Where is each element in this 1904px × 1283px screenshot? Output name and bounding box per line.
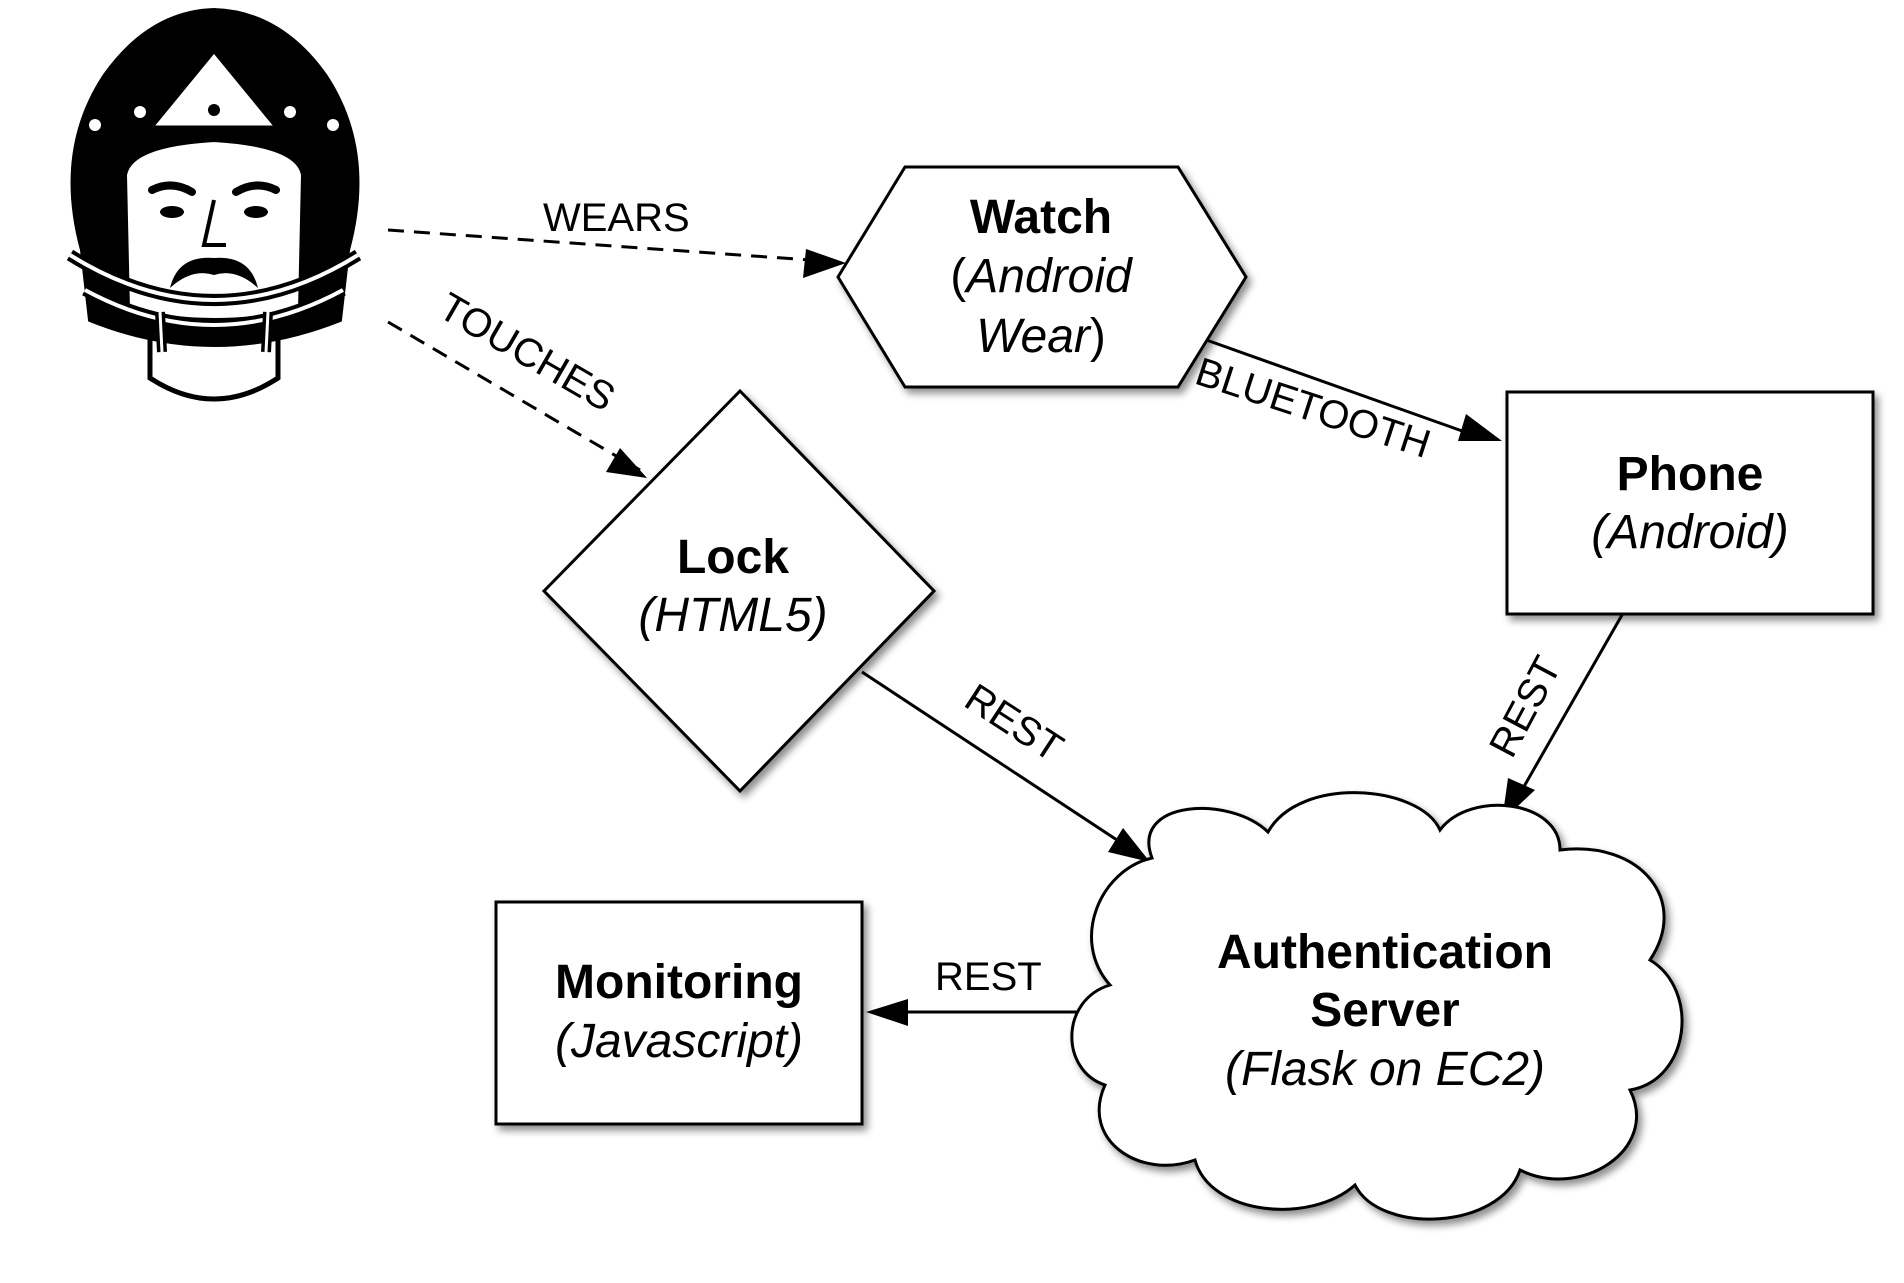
edge-monitor-rest: REST [866,955,1105,1026]
edge-lock-rest: REST [861,670,1150,862]
monitoring-platform: (Javascript) [555,1015,803,1068]
lock-title: Lock [677,531,789,584]
edge-wears: WEARS [387,196,846,278]
edge-label-lock-rest: REST [957,676,1070,771]
watch-title: Watch [970,191,1112,244]
node-authentication-server: Authentication Server (Flask on EC2) [1070,791,1684,1221]
lock-platform: (HTML5) [638,589,827,642]
edge-label-monitor-rest: REST [935,955,1042,999]
edge-label-phone-rest: REST [1481,649,1570,764]
svg-text:(Android: (Android [950,250,1133,303]
node-lock: Lock (HTML5) [541,388,937,794]
server-platform: (Flask on EC2) [1225,1043,1545,1096]
football-player-helmet-icon [66,7,362,402]
server-title-line2: Server [1310,984,1459,1037]
phone-platform: (Android) [1591,506,1788,559]
edge-label-wears: WEARS [543,196,690,240]
node-monitoring: Monitoring (Javascript) [494,900,864,1126]
watch-platform-line2: Wear [976,310,1092,363]
server-title-line1: Authentication [1217,926,1553,979]
svg-text:Wear): Wear) [976,310,1106,363]
watch-paren-open: ( [950,250,966,303]
edge-touches: TOUCHES [387,285,647,478]
watch-paren-close: ) [1090,310,1106,363]
node-phone: Phone (Android) [1505,390,1875,616]
edge-bluetooth: BLUETOOTH [1190,335,1502,467]
node-watch: Watch (Android Wear) [836,165,1248,389]
watch-platform-line1: Android [963,250,1133,303]
edge-label-touches: TOUCHES [432,285,623,421]
edge-phone-rest: REST [1481,614,1624,821]
phone-title: Phone [1617,448,1764,501]
monitoring-title: Monitoring [555,956,803,1009]
